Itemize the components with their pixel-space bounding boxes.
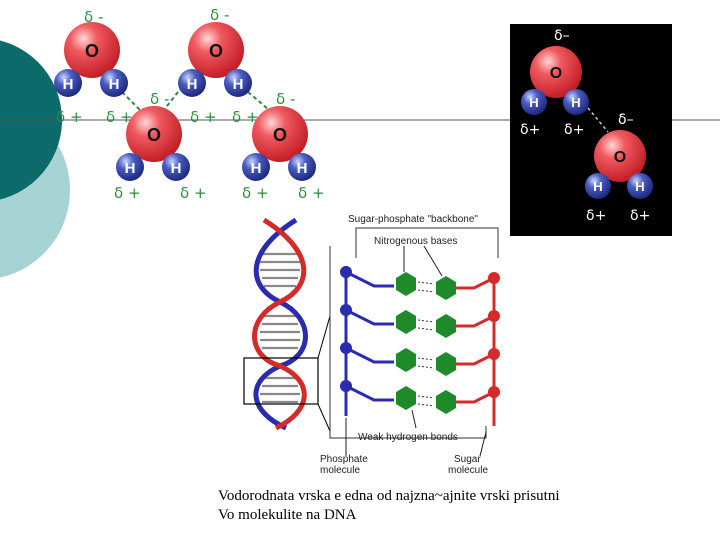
oxygen-label: O bbox=[550, 65, 562, 82]
helix-rungs bbox=[260, 252, 300, 404]
red-strand bbox=[252, 217, 307, 431]
oxygen-label: O bbox=[85, 41, 99, 61]
base-pair-row bbox=[340, 380, 500, 414]
caption-line-2: Vo molekulite na DNA bbox=[218, 507, 357, 523]
hydrogen-label: H bbox=[297, 160, 308, 177]
delta-minus-label: δ– bbox=[554, 28, 570, 44]
delta-plus-label: δ + bbox=[114, 184, 141, 202]
phosphate-label-line1: Phosphate bbox=[320, 454, 368, 465]
water-molecule bbox=[585, 130, 653, 199]
hydrogen-label: H bbox=[171, 160, 182, 177]
hydrogen-label: H bbox=[635, 179, 644, 194]
sugar-label-line2: molecule bbox=[448, 465, 488, 476]
delta-plus-label: δ + bbox=[242, 184, 269, 202]
water-pair-diagram: O O H H H H δ– δ– δ+ δ+ δ+ δ+ bbox=[510, 24, 672, 236]
annotation-arrows bbox=[345, 245, 487, 457]
zoom-line bbox=[317, 403, 331, 432]
water-molecule bbox=[54, 22, 128, 97]
delta-plus-label: δ + bbox=[56, 108, 83, 126]
delta-plus-label: δ + bbox=[180, 184, 207, 202]
water-molecule bbox=[521, 46, 589, 115]
delta-minus-label: δ - bbox=[84, 8, 103, 26]
hydrogen-label: H bbox=[529, 95, 538, 110]
hydrogen-label: H bbox=[233, 76, 244, 93]
delta-plus-label: δ + bbox=[298, 184, 325, 202]
delta-plus-label: δ + bbox=[190, 108, 217, 126]
hydrogen-label: H bbox=[187, 76, 198, 93]
partial-charge-labels: δ - δ - δ - δ - δ + δ + δ + δ + δ + δ + … bbox=[56, 6, 325, 202]
sugar-label-line1: Sugar bbox=[454, 454, 481, 465]
hydrogen-label: H bbox=[251, 160, 262, 177]
blue-strand bbox=[253, 217, 308, 431]
hydrogen-bond-dashes bbox=[587, 107, 609, 133]
annotation-brackets bbox=[329, 227, 499, 439]
hydrogen-label: H bbox=[63, 76, 74, 93]
water-cluster-diagram: O O O O H H H H H H H H δ - δ - δ - δ - … bbox=[54, 6, 325, 202]
nitrogenous-bases-label: Nitrogenous bases bbox=[374, 236, 457, 247]
delta-plus-label: δ + bbox=[106, 108, 133, 126]
hydrogen-label: H bbox=[571, 95, 580, 110]
oxygen-label: O bbox=[209, 41, 223, 61]
phosphate-label-line2: molecule bbox=[320, 465, 360, 476]
delta-minus-label: δ - bbox=[150, 90, 169, 108]
hydrogen-label: H bbox=[593, 179, 602, 194]
delta-minus-label: δ - bbox=[276, 90, 295, 108]
delta-plus-label: δ+ bbox=[586, 208, 606, 224]
base-pair-row bbox=[340, 304, 500, 338]
water-molecule bbox=[116, 106, 190, 181]
hydrogen-bonds-label: Weak hydrogen bonds bbox=[358, 432, 458, 443]
delta-minus-label: δ - bbox=[210, 6, 229, 24]
delta-plus-label: δ+ bbox=[520, 122, 540, 138]
backbone-label: Sugar-phosphate "backbone" bbox=[348, 214, 478, 225]
hydrogen-label: H bbox=[125, 160, 136, 177]
oxygen-label: O bbox=[614, 149, 626, 166]
oxygen-label: O bbox=[147, 125, 161, 145]
water-molecule bbox=[242, 106, 316, 181]
base-pair-row bbox=[340, 342, 500, 376]
atom-labels: O O O O H H H H H H H H bbox=[63, 41, 308, 177]
caption-line-1: Vodorodnata vrska e edna od najzna~ajnit… bbox=[218, 488, 560, 504]
dna-double-helix bbox=[243, 217, 331, 432]
base-pair-row bbox=[340, 266, 500, 300]
delta-plus-label: δ+ bbox=[564, 122, 584, 138]
dna-ladder-schematic bbox=[340, 266, 500, 426]
delta-minus-label: δ– bbox=[618, 112, 634, 128]
caption: Vodorodnata vrska e edna od najzna~ajnit… bbox=[218, 487, 698, 525]
water-molecule bbox=[178, 22, 252, 97]
zoom-line bbox=[317, 315, 331, 359]
oxygen-label: O bbox=[273, 125, 287, 145]
delta-plus-label: δ+ bbox=[630, 208, 650, 224]
dna-diagram: Sugar-phosphate "backbone" Nitrogenous b… bbox=[243, 214, 500, 476]
delta-plus-label: δ + bbox=[232, 108, 259, 126]
hydrogen-label: H bbox=[109, 76, 120, 93]
zoom-box bbox=[243, 357, 319, 405]
